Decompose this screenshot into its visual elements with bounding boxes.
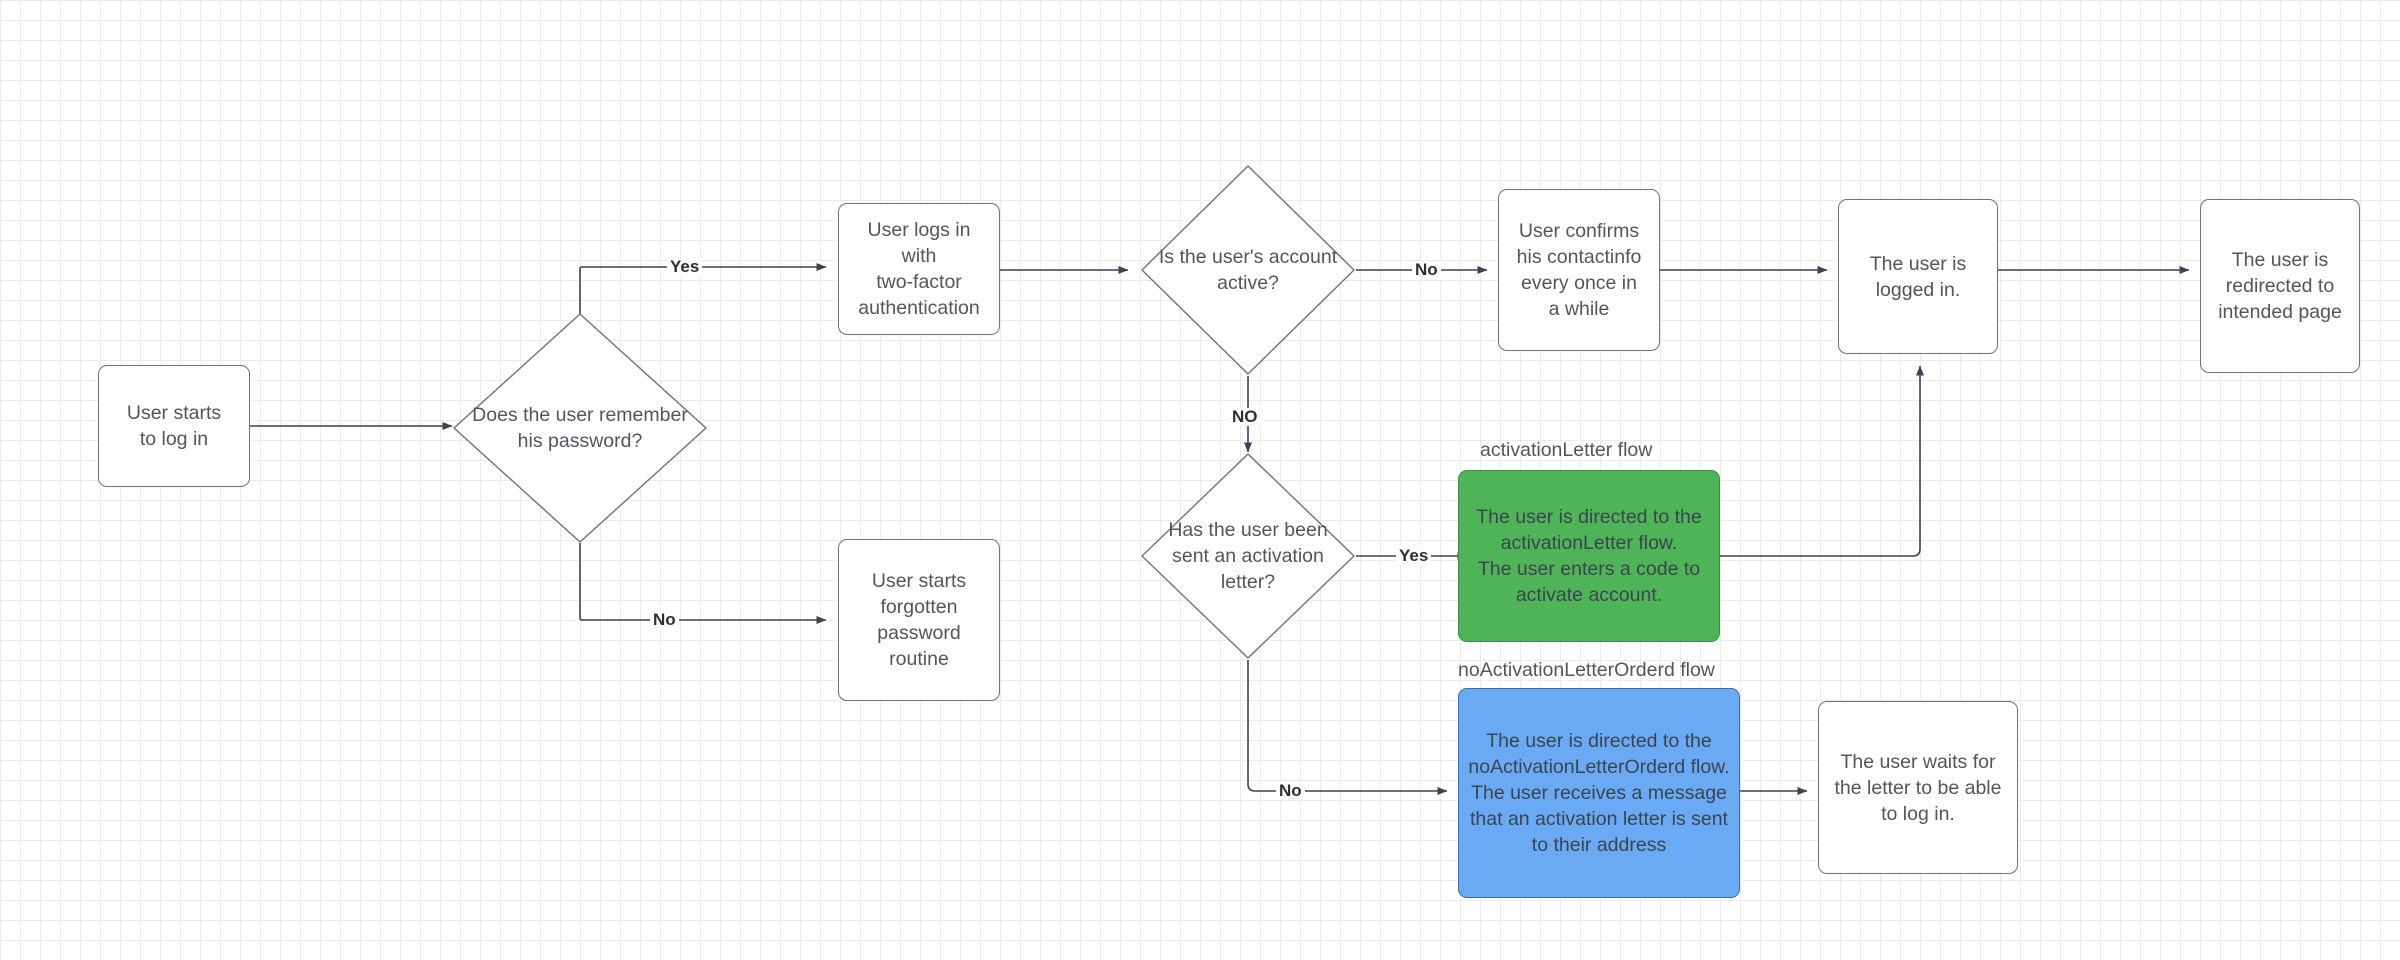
node-activation-letter-flow[interactable]: The user is directed to the activationLe… (1458, 470, 1720, 642)
diamond-shape (1141, 165, 1355, 375)
edge-label-sentletter-yes: Yes (1396, 547, 1432, 565)
node-forgotten-password-label: User starts forgotten password routine (871, 570, 967, 670)
edge-label-remember-yes: Yes (667, 258, 703, 276)
node-twofactor-login[interactable]: User logs in with two-factor authenticat… (838, 203, 1000, 335)
node-start-label: User starts to log in (126, 402, 222, 450)
node-account-active-label: Is the user's account active? (1158, 246, 1338, 294)
node-noactivation-letter-flow-label: The user is directed to the noActivation… (1468, 730, 1730, 856)
node-start[interactable]: User starts to log in (98, 365, 250, 487)
node-user-redirected[interactable]: The user is redirected to intended page (2200, 199, 2360, 373)
node-forgotten-password[interactable]: User starts forgotten password routine (838, 539, 1000, 701)
node-sent-activation-letter-label: Has the user been sent an activation let… (1168, 519, 1328, 593)
node-confirm-contactinfo[interactable]: User confirms his contactinfo every once… (1498, 189, 1660, 351)
node-sent-activation-letter[interactable]: Has the user been sent an activation let… (1140, 452, 1356, 660)
node-user-logged-in-label: The user is logged in. (1869, 252, 1967, 301)
edge-activation-to-loggedin (1718, 365, 1924, 557)
node-remember-password[interactable]: Does the user remember his password? (452, 312, 708, 544)
node-user-redirected-label: The user is redirected to intended page (2218, 249, 2342, 323)
edge-remember-to-forgotten (579, 543, 827, 624)
edge-label-sentletter-no: No (1276, 782, 1305, 800)
edge-label-remember-no: No (650, 611, 679, 629)
diamond-shape (1141, 453, 1355, 659)
node-remember-password-label: Does the user remember his password? (472, 404, 688, 452)
node-user-waits-for-letter-label: The user waits for the letter to be able… (1834, 750, 2002, 825)
node-noactivation-letter-flow[interactable]: The user is directed to the noActivation… (1458, 688, 1740, 898)
node-account-active[interactable]: Is the user's account active? (1140, 164, 1356, 376)
node-user-waits-for-letter[interactable]: The user waits for the letter to be able… (1818, 701, 2018, 874)
node-twofactor-login-label: User logs in with two-factor authenticat… (858, 219, 980, 319)
node-confirm-contactinfo-label: User confirms his contactinfo every once… (1516, 220, 1642, 320)
edge-sentletter-to-noactivation (1247, 660, 1448, 795)
edge-label-active-no: No (1412, 261, 1441, 279)
group-label-activation-flow: activationLetter flow (1480, 439, 1653, 461)
edge-label-active-no-down: NO (1229, 408, 1261, 426)
diamond-shape (453, 313, 707, 543)
group-label-noactivation-flow: noActivationLetterOrderd flow (1458, 659, 1715, 681)
node-activation-letter-flow-label: The user is directed to the activationLe… (1476, 506, 1702, 606)
node-user-logged-in[interactable]: The user is logged in. (1838, 199, 1998, 354)
